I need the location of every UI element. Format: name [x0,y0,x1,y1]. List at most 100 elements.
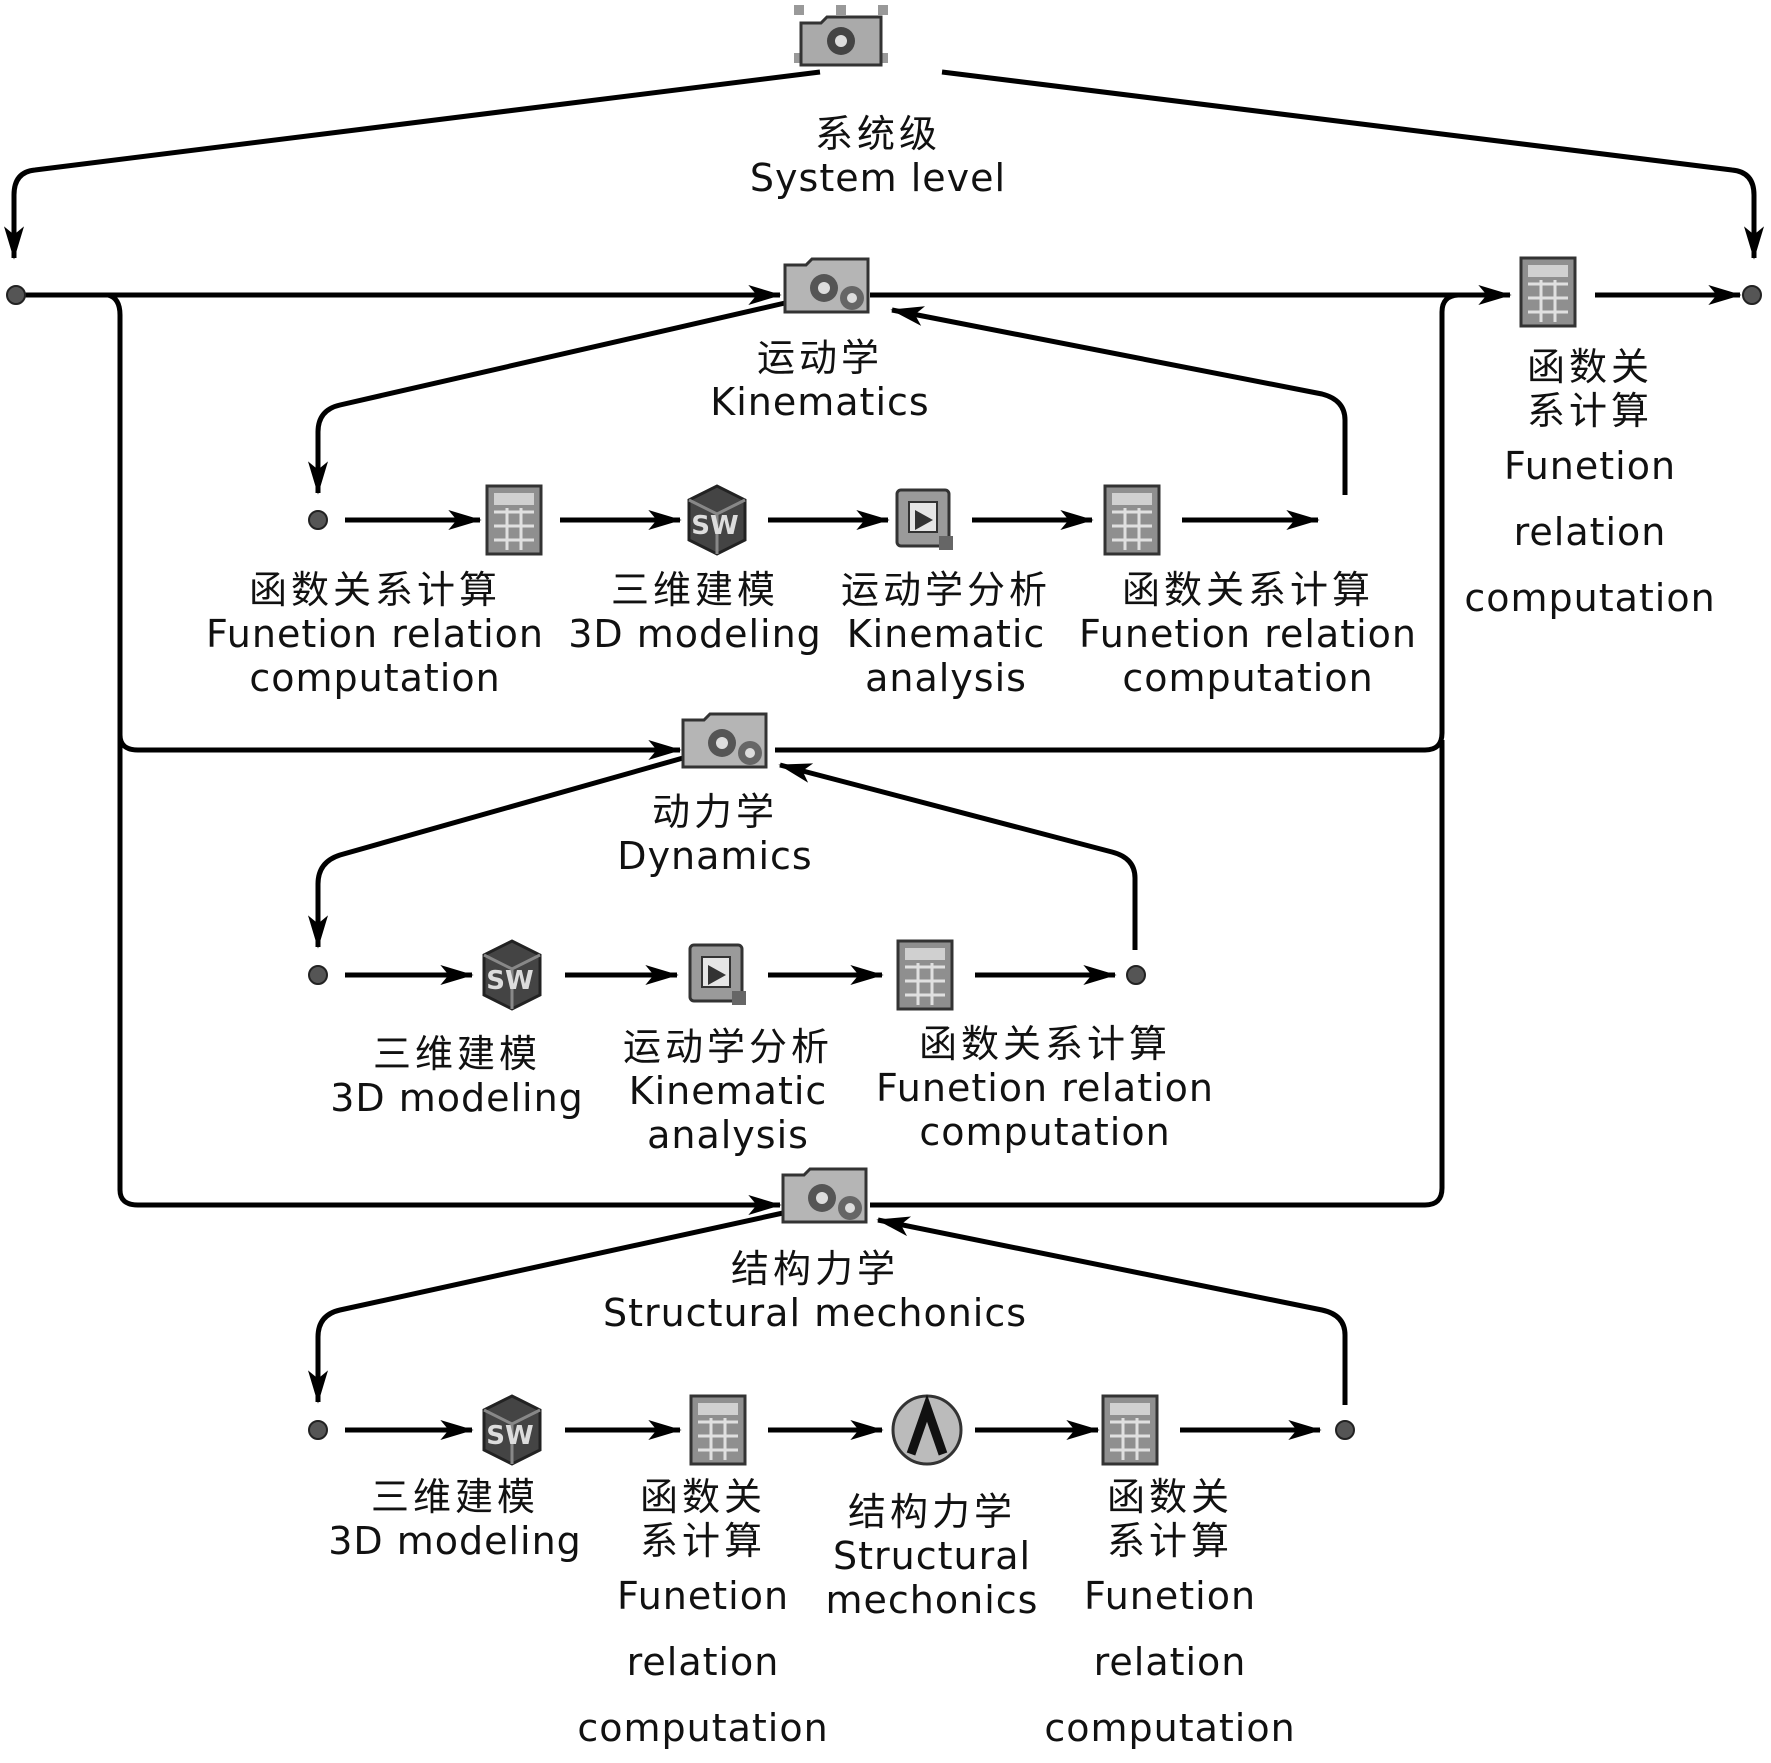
kinematics-step-4-zh: 函数关系计算 [1121,568,1374,612]
dynamics-step-1-en-1: 3D modeling [330,1076,584,1120]
structural-step-1-en-1: 3D modeling [328,1519,582,1563]
arrow-kinematics-return [890,306,1348,495]
dynamics-step-3-en-1: Funetion relation [876,1066,1214,1110]
dynamics-step-2-label: 运动学分析 Kinematic analysis [623,1025,833,1157]
calculator-icon[interactable] [896,939,954,1011]
kinematics-title-zh: 运动学 [756,336,884,380]
system-icon[interactable] [794,5,888,67]
node-dynamics-end [1126,965,1146,985]
dynamics-step-1-zh: 三维建模 [372,1032,542,1076]
dynamics-step-3-en-2: computation [919,1110,1171,1154]
kinematics-step-2-en-1: 3D modeling [568,612,822,656]
structural-title-en: Structural mechonics [602,1291,1028,1335]
bus-right-from-dynamics [775,292,1459,753]
right-function-zh-2: 系计算 [1526,389,1653,433]
structural-step-2-label: 函数关 系计算 Funetion relation computation [577,1475,828,1761]
dynamics-step-3-label: 函数关系计算 Funetion relation computation [876,1022,1214,1154]
structural-step-4-label: 函数关 系计算 Funetion relation computation [1044,1475,1295,1761]
kinematics-step-1-label: 函数关系计算 Funetion relation computation [206,568,544,700]
kinematics-title-en: Kinematics [710,380,930,424]
solidworks-icon[interactable]: SW [482,1394,542,1466]
kinematics-step-4-label: 函数关系计算 Funetion relation computation [1079,568,1417,700]
kinematics-step-2-label: 三维建模 3D modeling [568,568,822,656]
kinematics-step-1-zh: 函数关系计算 [248,568,501,612]
arrow-dynamics-to-sub-start [308,755,684,949]
kinematics-step-3-en-2: analysis [865,656,1027,700]
dynamics-step-2-zh: 运动学分析 [622,1025,834,1069]
arrow-dynamics-return [778,762,1138,950]
structural-step-2-zh-2: 系计算 [639,1519,766,1563]
arrow-kinematics-to-sub-start [308,300,786,495]
structural-step-4-en-1: Funetion [1083,1574,1257,1618]
kinematics-step-3-en-1: Kinematic [846,612,1046,656]
node-end [1742,285,1762,305]
right-function-en-1: Funetion [1503,444,1677,488]
kinematics-step-4-en-2: computation [1122,656,1374,700]
bus-left-to-structural [117,735,782,1215]
dynamics-folder-gear-icon[interactable] [681,712,768,769]
kinematics-title: 运动学 Kinematics [710,336,929,424]
right-function-zh-1: 函数关 [1526,345,1653,389]
structural-step-4-en-3: computation [1044,1706,1296,1750]
node-structural-end [1335,1420,1355,1440]
structural-step-2-en-1: Funetion [616,1574,790,1618]
nodes [6,285,1762,1440]
calculator-icon[interactable] [485,484,543,556]
arrow-structural-return [876,1216,1348,1405]
solidworks-icon[interactable]: SW [482,939,542,1011]
node-structural-start [308,1420,328,1440]
dynamics-step-2-en-1: Kinematic [628,1069,828,1113]
arrow-system-to-right-node [941,69,1764,260]
bus-right-from-structural [870,740,1445,1208]
svg-text:SW: SW [486,1421,533,1451]
motion-analysis-icon[interactable] [895,488,953,550]
calculator-icon[interactable] [689,1394,747,1466]
right-function-label: 函数关 系计算 Funetion relation computation [1464,345,1715,631]
structural-title-zh: 结构力学 [730,1247,900,1291]
dynamics-title-en: Dynamics [617,834,813,878]
structural-step-3-en-1: Structural [832,1534,1032,1578]
dynamics-step-2-en-2: analysis [647,1113,809,1157]
system-label: 系统级 System level [750,112,1006,200]
structural-step-3-zh: 结构力学 [847,1490,1017,1534]
node-kinematics-start [308,510,328,530]
calculator-icon[interactable] [1103,484,1161,556]
dynamics-title: 动力学 Dynamics [617,790,812,878]
structural-title: 结构力学 Structural mechonics [603,1247,1027,1335]
kinematics-step-3-label: 运动学分析 Kinematic analysis [841,568,1051,700]
structural-step-2-zh-1: 函数关 [639,1475,766,1519]
right-function-en-2: relation [1513,510,1667,554]
right-function-en-3: computation [1464,576,1716,620]
structural-step-4-zh-2: 系计算 [1106,1519,1233,1563]
arrow-structural-to-sub-start [308,1210,784,1404]
motion-analysis-icon[interactable] [688,943,746,1005]
kinematics-step-3-zh: 运动学分析 [840,568,1052,612]
arrow-system-to-left-node [4,69,821,260]
node-start [6,285,26,305]
kinematics-step-1-en-1: Funetion relation [206,612,544,656]
kinematics-step-4-en-1: Funetion relation [1079,612,1417,656]
system-label-en: System level [749,156,1007,200]
system-label-zh: 系统级 [814,112,941,156]
calculator-icon[interactable] [1519,256,1577,328]
structural-step-4-en-2: relation [1093,1640,1247,1684]
ansys-icon[interactable] [891,1394,963,1466]
svg-text:SW: SW [691,511,738,541]
kinematics-folder-gear-icon[interactable] [783,257,870,314]
solidworks-icon[interactable]: SW [687,484,747,556]
dynamics-step-1-label: 三维建模 3D modeling [330,1032,584,1120]
calculator-icon[interactable] [1101,1394,1159,1466]
structural-folder-gear-icon[interactable] [781,1167,868,1224]
structural-step-3-label: 结构力学 Structural mechonics [826,1490,1039,1622]
dynamics-step-3-zh: 函数关系计算 [918,1022,1171,1066]
kinematics-step-2-zh: 三维建模 [610,568,780,612]
connectors [4,69,1764,1440]
structural-step-4-zh-1: 函数关 [1106,1475,1233,1519]
structural-step-1-label: 三维建模 3D modeling [328,1475,582,1563]
node-dynamics-start [308,965,328,985]
structural-step-1-zh: 三维建模 [370,1475,540,1519]
structural-step-2-en-2: relation [626,1640,780,1684]
kinematics-step-1-en-2: computation [249,656,501,700]
structural-step-2-en-3: computation [577,1706,829,1750]
